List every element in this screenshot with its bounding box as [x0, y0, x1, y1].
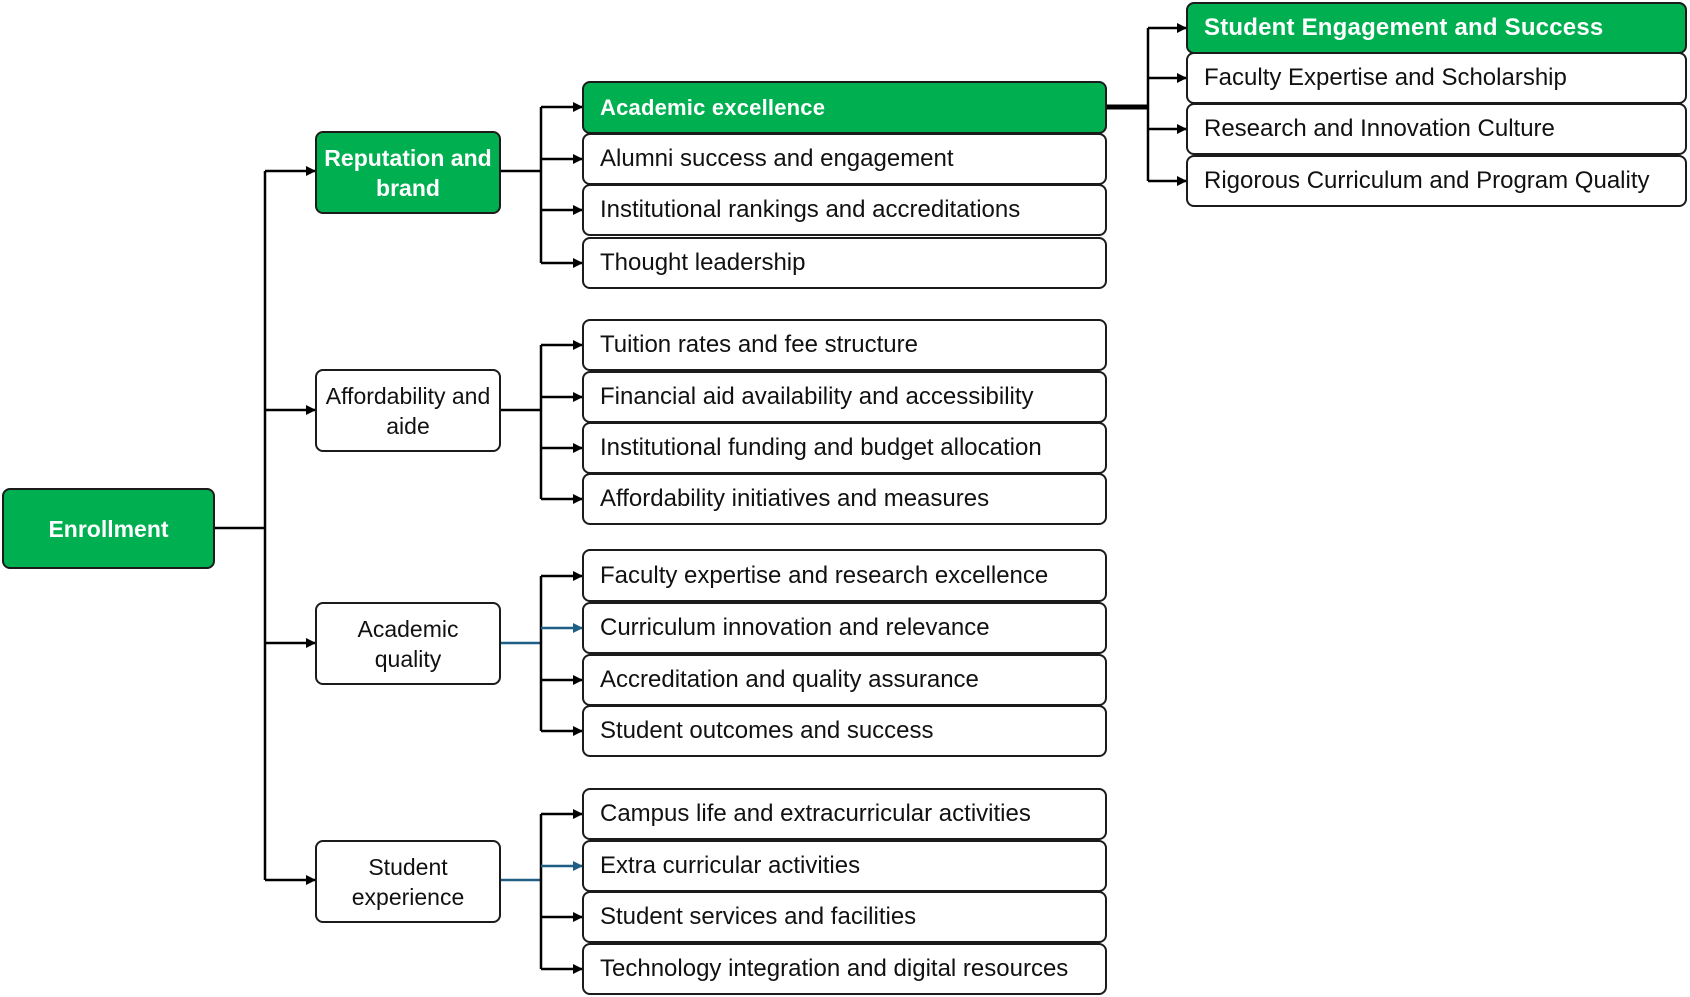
node-enrollment: Enrollment: [2, 488, 215, 569]
item-academic-excellence: Academic excellence: [582, 81, 1107, 134]
item-faculty-expertise-and-research-excellence: Faculty expertise and research excellenc…: [582, 549, 1107, 602]
item-label: Extra curricular activities: [600, 852, 861, 879]
category-label: Reputation and brand: [324, 144, 492, 201]
item-label: Faculty expertise and research excellenc…: [600, 561, 1049, 589]
item-alumni-success-and-engagement: Alumni success and engagement: [582, 133, 1107, 185]
category-reputation-and-brand: Reputation and brand: [315, 131, 501, 214]
item-institutional-funding-and-budget-allocation: Institutional funding and budget allocat…: [582, 422, 1107, 474]
item-label: Student services and facilities: [600, 903, 917, 930]
item-label: Thought leadership: [600, 249, 806, 276]
item-label: Accreditation and quality assurance: [600, 666, 979, 693]
item-label: Technology integration and digital resou…: [600, 955, 1069, 982]
item-label: Affordability initiatives and measures: [600, 485, 990, 512]
subitem-label: Student Engagement and Success: [1204, 14, 1604, 41]
item-extra-curricular-activities: Extra curricular activities: [582, 840, 1107, 892]
item-thought-leadership: Thought leadership: [582, 237, 1107, 289]
category-label: Student experience: [351, 853, 465, 910]
category-label: Affordability and aide: [325, 382, 491, 439]
item-label: Student outcomes and success: [600, 717, 934, 744]
subitem-rigorous-curriculum-and-program-quality: Rigorous Curriculum and Program Quality: [1186, 155, 1687, 207]
item-accreditation-and-quality-assurance: Accreditation and quality assurance: [582, 654, 1107, 706]
item-label: Institutional funding and budget allocat…: [600, 434, 1042, 461]
item-tuition-rates-and-fee-structure: Tuition rates and fee structure: [582, 319, 1107, 371]
subitem-student-engagement-and-success: Student Engagement and Success: [1186, 2, 1687, 54]
item-student-outcomes-and-success: Student outcomes and success: [582, 705, 1107, 757]
item-label: Tuition rates and fee structure: [600, 331, 918, 358]
category-label: Academic quality: [357, 615, 459, 672]
subitem-research-and-innovation-culture: Research and Innovation Culture: [1186, 103, 1687, 155]
item-label: Financial aid availability and accessibi…: [600, 383, 1034, 410]
item-label: Institutional rankings and accreditation…: [600, 196, 1021, 223]
subitem-label: Research and Innovation Culture: [1204, 115, 1555, 142]
subitem-label: Rigorous Curriculum and Program Quality: [1204, 167, 1650, 194]
category-affordability-and-aide: Affordability and aide: [315, 369, 501, 452]
item-student-services-and-facilities: Student services and facilities: [582, 891, 1107, 943]
item-label: Curriculum innovation and relevance: [600, 614, 990, 641]
item-curriculum-innovation-and-relevance: Curriculum innovation and relevance: [582, 602, 1107, 654]
item-label: Alumni success and engagement: [600, 145, 954, 172]
item-financial-aid-availability-and-accessibility: Financial aid availability and accessibi…: [582, 371, 1107, 423]
item-campus-life-and-extracurricular-activities: Campus life and extracurricular activiti…: [582, 788, 1107, 840]
item-affordability-initiatives-and-measures: Affordability initiatives and measures: [582, 473, 1107, 525]
item-technology-integration-and-digital-resources: Technology integration and digital resou…: [582, 943, 1107, 995]
category-academic-quality: Academic quality: [315, 602, 501, 685]
node-enrollment-label: Enrollment: [48, 515, 169, 542]
subitem-label: Faculty Expertise and Scholarship: [1204, 64, 1567, 91]
subitem-faculty-expertise-and-scholarship: Faculty Expertise and Scholarship: [1186, 52, 1687, 104]
item-institutional-rankings-and-accreditations: Institutional rankings and accreditation…: [582, 184, 1107, 236]
category-student-experience: Student experience: [315, 840, 501, 923]
item-label: Campus life and extracurricular activiti…: [600, 800, 1031, 827]
item-label: Academic excellence: [600, 94, 826, 120]
